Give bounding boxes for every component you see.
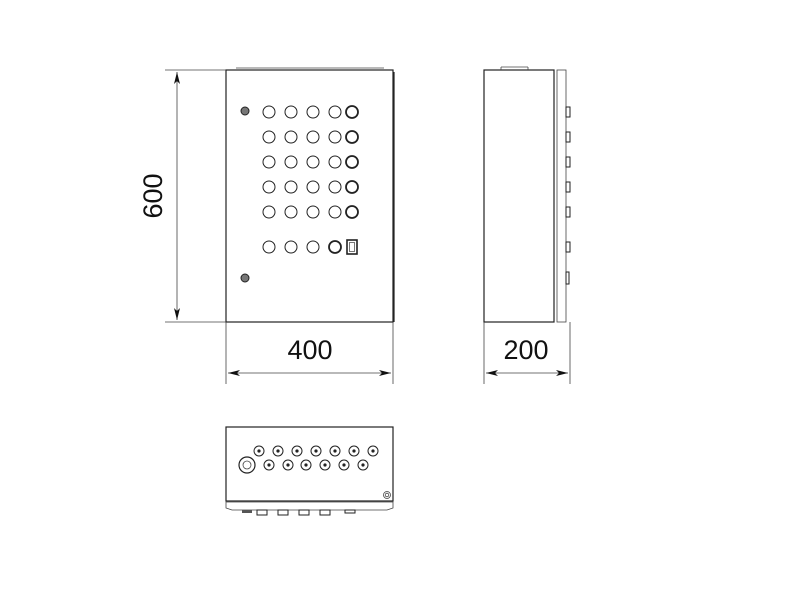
indicator-lamp-icon — [262, 155, 276, 169]
bottom-view — [225, 426, 394, 516]
side-knob — [565, 156, 571, 168]
push-button-icon — [345, 105, 359, 119]
indicator-grid — [262, 105, 359, 255]
indicator-lamp-icon — [284, 180, 298, 194]
side-knob — [565, 241, 571, 253]
indicator-lamp-icon — [328, 180, 342, 194]
indicator-lamp-icon — [262, 205, 276, 219]
indicator-lamp-icon — [262, 130, 276, 144]
push-button-icon — [345, 205, 359, 219]
indicator-lamp-icon — [284, 155, 298, 169]
bottom-foot — [319, 509, 331, 516]
push-button-icon — [345, 180, 359, 194]
width-label: 400 — [287, 335, 332, 365]
door-lock-icon — [240, 273, 250, 283]
bottom-foot — [277, 509, 289, 516]
indicator-lamp-icon — [306, 240, 320, 254]
indicator-lamp-icon — [262, 240, 276, 254]
indicator-lamp-icon — [328, 130, 342, 144]
indicator-lamp-icon — [262, 180, 276, 194]
indicator-lamp-icon — [284, 105, 298, 119]
bottom-flange — [225, 501, 394, 511]
earth-stud — [383, 491, 391, 499]
push-button-icon — [328, 240, 342, 254]
side-lock — [565, 271, 570, 285]
side-knob — [565, 181, 571, 193]
height-label: 600 — [138, 173, 168, 218]
indicator-lamp-icon — [328, 105, 342, 119]
side-body — [483, 69, 555, 323]
indicator-lamp-icon — [306, 155, 320, 169]
indicator-lamp-icon — [328, 155, 342, 169]
indicator-lamp-icon — [306, 180, 320, 194]
height-dimension: 600 — [138, 69, 226, 323]
side-knob — [565, 131, 571, 143]
push-button-icon — [345, 155, 359, 169]
side-door — [556, 69, 567, 323]
bottom-foot — [256, 509, 268, 516]
depth-dimension: 200 — [483, 322, 571, 384]
front-view — [225, 67, 395, 323]
side-view — [483, 66, 571, 323]
door-lock-icon — [240, 106, 250, 116]
indicator-lamp-icon — [262, 105, 276, 119]
indicator-lamp-icon — [306, 105, 320, 119]
indicator-lamp-icon — [284, 240, 298, 254]
side-knob — [565, 206, 571, 218]
side-knob — [565, 106, 571, 118]
door-outline — [225, 69, 394, 323]
indicator-lamp-icon — [284, 130, 298, 144]
depth-label: 200 — [503, 335, 548, 365]
large-gland — [238, 456, 256, 474]
width-dimension: 400 — [225, 322, 394, 384]
bottom-foot — [298, 509, 310, 516]
indicator-lamp-icon — [328, 205, 342, 219]
push-button-icon — [345, 130, 359, 144]
indicator-lamp-icon — [306, 205, 320, 219]
indicator-lamp-icon — [306, 130, 320, 144]
indicator-lamp-icon — [284, 205, 298, 219]
bottom-body — [225, 426, 394, 502]
